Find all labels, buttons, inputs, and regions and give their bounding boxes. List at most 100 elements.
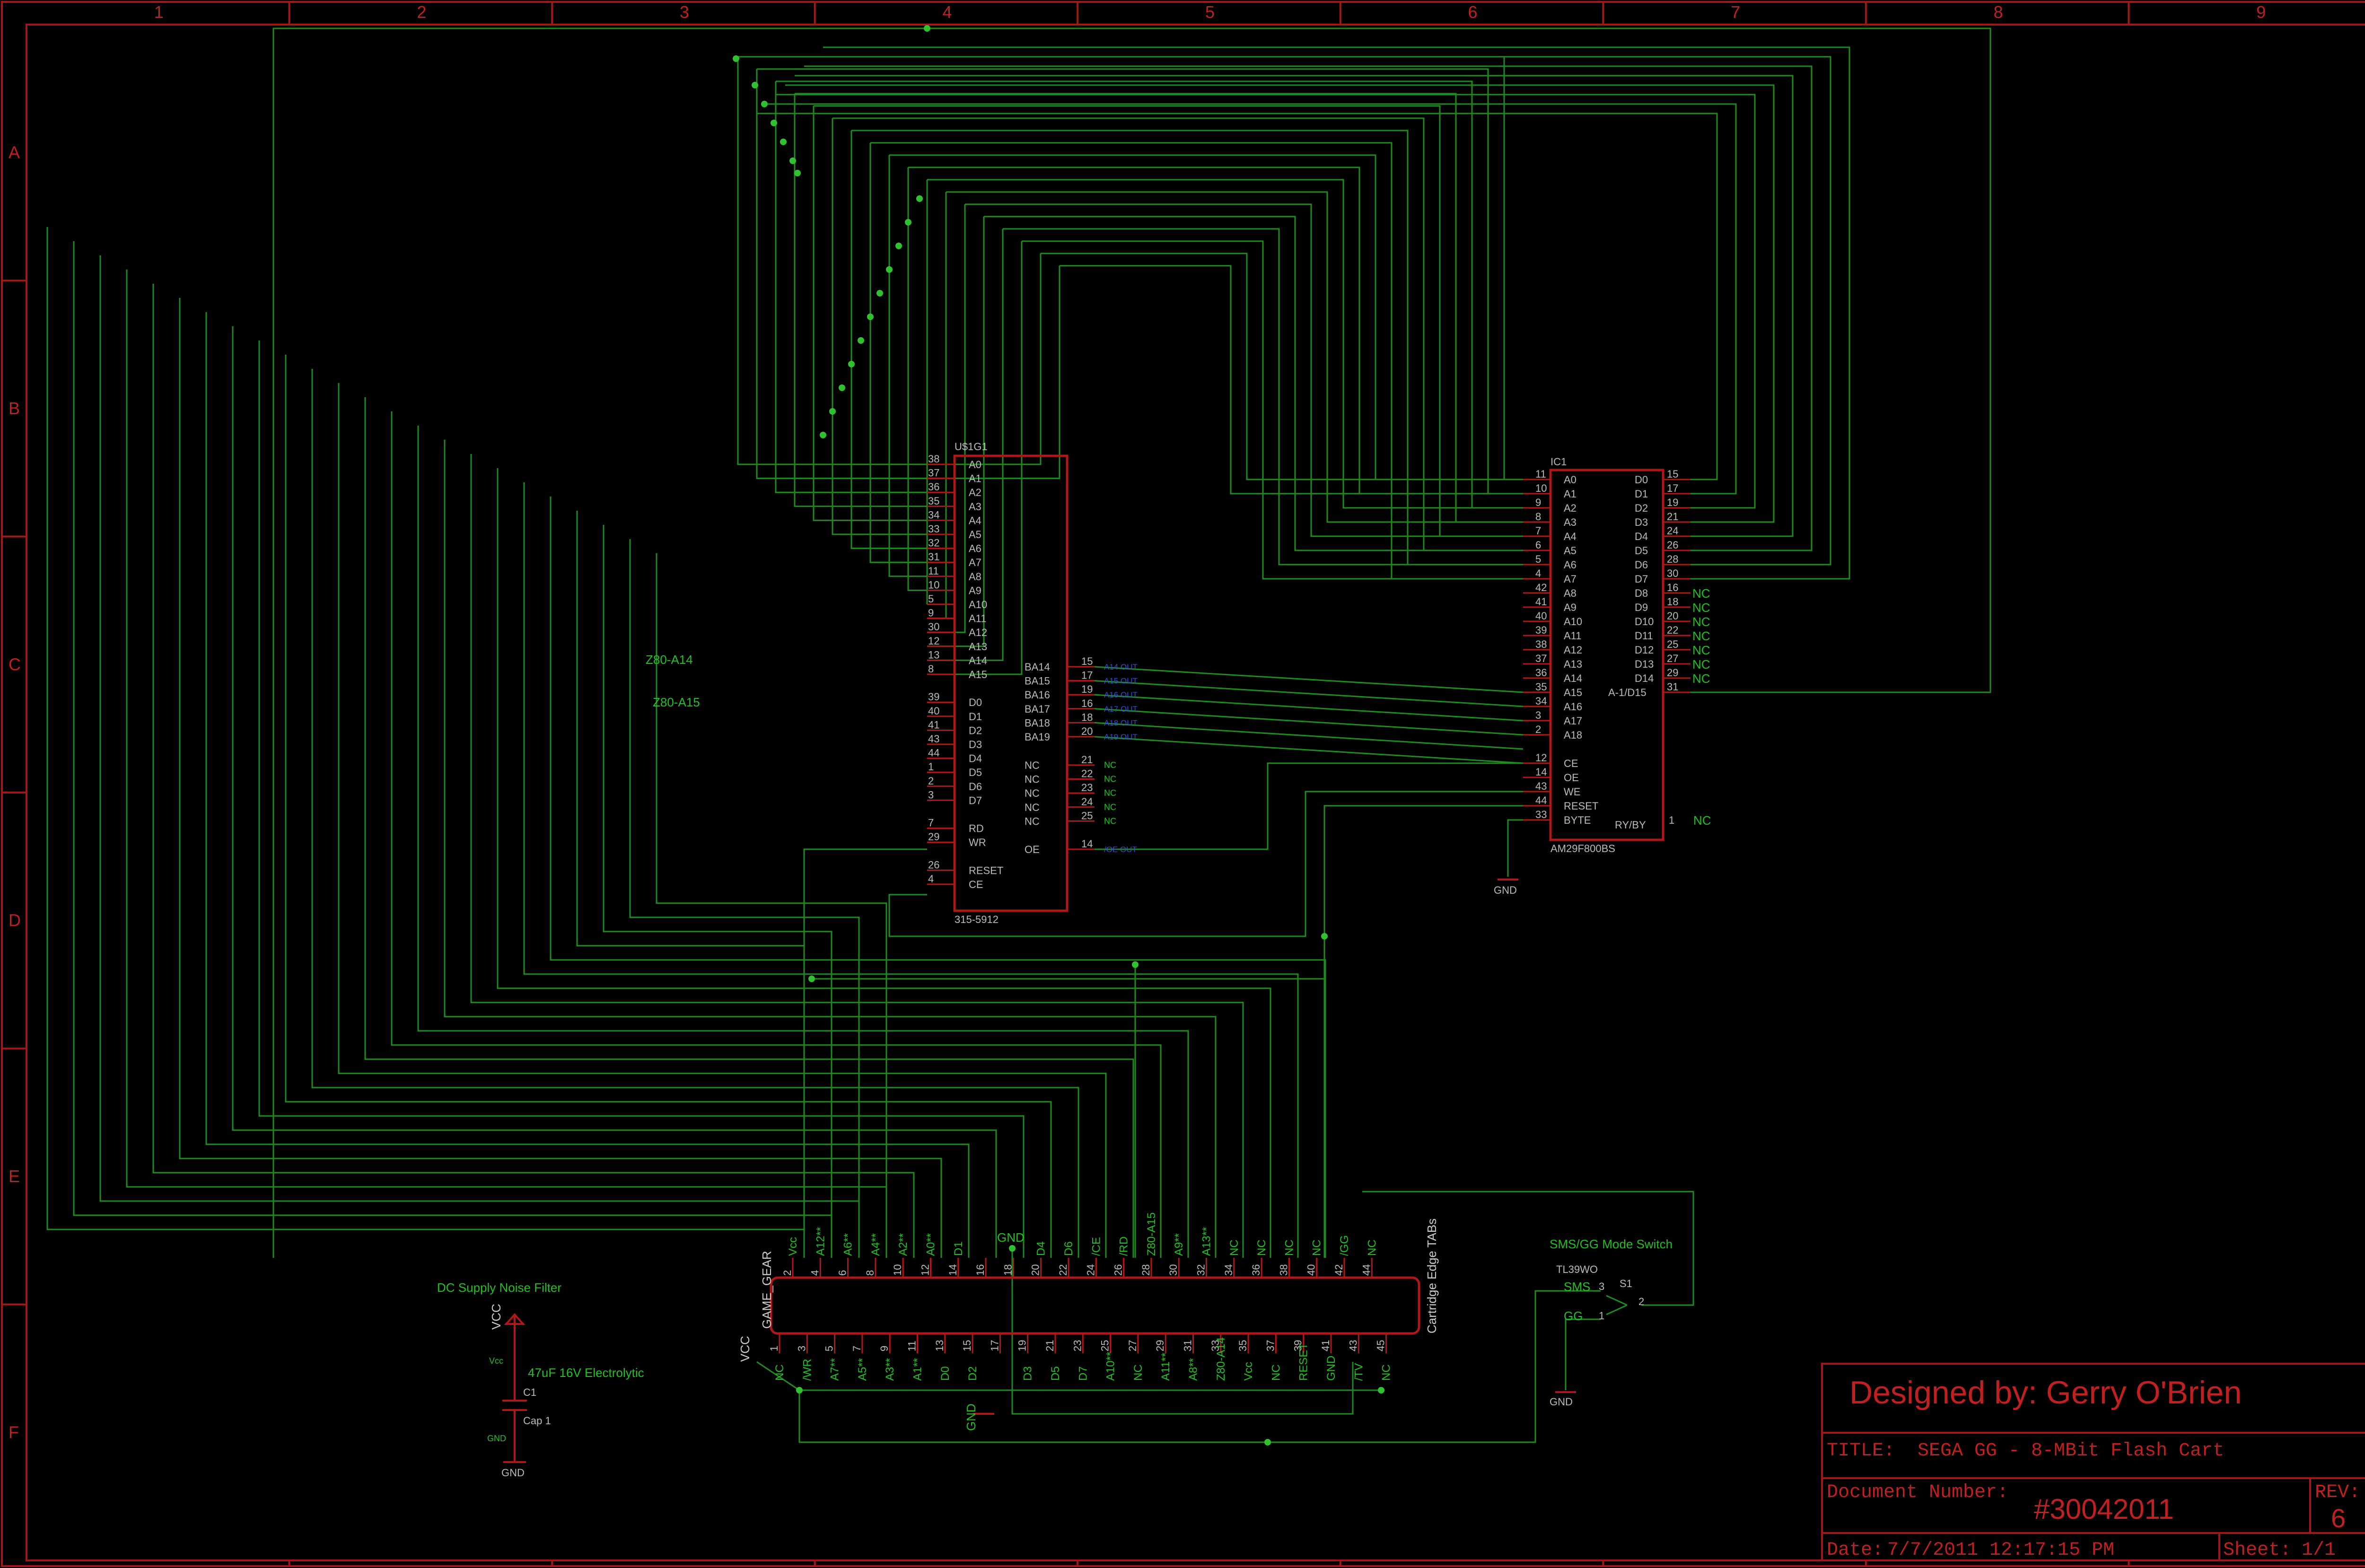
- u1-pin-name: D4: [969, 753, 982, 765]
- u1-net-label: A14 OUT: [1104, 662, 1138, 671]
- u1-pin-number: 44: [928, 747, 939, 759]
- u1-pin-name: A8: [969, 571, 981, 583]
- u1-pin-name: BA15: [1025, 675, 1050, 687]
- ic1-pin-name: D12: [1635, 644, 1654, 656]
- connector-pin-number: 44: [1360, 1264, 1372, 1276]
- ic1-pin-number: 24: [1667, 525, 1678, 537]
- connector-pin-name: /RD: [1118, 1237, 1130, 1256]
- connector-pin-number: 42: [1333, 1264, 1345, 1276]
- u1-pin-number: 7: [928, 817, 934, 829]
- column-marker: 7: [1731, 2, 1740, 22]
- u1-pin-name: A7: [969, 557, 981, 568]
- u1-pin-number: 35: [928, 495, 939, 507]
- u1-pin-number: 40: [928, 705, 939, 717]
- u1-pin-number: 39: [928, 691, 939, 703]
- connector-pin-number: 12: [920, 1264, 931, 1276]
- ic1-pin-name: RESET: [1564, 800, 1598, 812]
- ic1-pin-name: CE: [1564, 758, 1578, 769]
- rev-value: 6: [2331, 1503, 2346, 1533]
- connector-pin-name: D1: [952, 1241, 965, 1256]
- connector-pin-name: A12**: [814, 1227, 827, 1256]
- connector-pin-number: 20: [1030, 1264, 1042, 1276]
- u1-pin-number: 31: [928, 551, 939, 563]
- filter-gnd: GND: [501, 1467, 525, 1479]
- switch-pin3: 3: [1599, 1281, 1604, 1292]
- title-label: TITLE:: [1827, 1440, 1895, 1462]
- u1-net-label: NC: [1104, 775, 1116, 784]
- connector-pin-number: 15: [961, 1340, 973, 1351]
- ic1-pin-name: D11: [1635, 630, 1653, 642]
- designer: Designed by: Gerry O'Brien: [1849, 1375, 2242, 1411]
- ic1-pin-number: 15: [1667, 468, 1678, 480]
- connector-pin-name: A10**: [1104, 1352, 1117, 1381]
- sheet-value: 1/1: [2302, 1540, 2336, 1561]
- u1-pin-number: 22: [1081, 768, 1093, 780]
- ic1-pin-number: 33: [1535, 809, 1547, 820]
- filter-vcc-small: Vcc: [489, 1356, 503, 1366]
- ic1-pin-name: A2: [1564, 502, 1577, 514]
- u1-pin-number: 21: [1081, 754, 1093, 766]
- ic1-pin-name: D6: [1635, 559, 1648, 571]
- ic1-pin-number: 12: [1535, 752, 1547, 764]
- ic1-pin-name: A-1/D15: [1608, 687, 1647, 698]
- ic1-pin-name: OE: [1564, 772, 1579, 784]
- ic1-pin-number: 42: [1535, 582, 1547, 593]
- u1-pin-number: 2: [928, 775, 934, 787]
- switch-gnd: GND: [1550, 1396, 1573, 1408]
- connector-pin-name: A2**: [897, 1233, 910, 1256]
- u1-pin-name: D2: [969, 724, 982, 736]
- u1-pin-name: A15: [969, 669, 987, 680]
- column-marker: 9: [2256, 2, 2266, 22]
- ic1-nc-label: NC: [1692, 671, 1710, 686]
- docnum-value: #30042011: [2034, 1493, 2174, 1525]
- u1-net-label: NC: [1104, 802, 1116, 812]
- ic1-pin-name: D2: [1635, 502, 1648, 514]
- ic1-pin-number: 6: [1535, 539, 1541, 551]
- switch-pin2: 2: [1638, 1296, 1644, 1307]
- ic1-nc-label: NC: [1692, 643, 1710, 657]
- u1-pin-name: BA14: [1025, 661, 1050, 673]
- connector-pin-number: 18: [1002, 1264, 1014, 1276]
- row-marker: B: [9, 399, 20, 418]
- u1-net-label: NC: [1104, 760, 1116, 770]
- connector-gnd-top: GND: [997, 1230, 1025, 1245]
- u1-pin-number: 9: [928, 607, 934, 619]
- ic1-pin-name: D13: [1635, 658, 1654, 670]
- ic1-pin-number: 34: [1535, 695, 1547, 707]
- connector-pin-name: D7: [1077, 1366, 1089, 1381]
- connector-pin-name: A11**: [1159, 1352, 1172, 1381]
- connector-pin-number: 4: [809, 1270, 821, 1276]
- connector-pin-number: 36: [1250, 1264, 1262, 1276]
- connector-pin-name: A9**: [1173, 1233, 1185, 1256]
- u1-pin-number: 4: [928, 873, 934, 885]
- u1-pin-number: 26: [928, 859, 939, 871]
- u1-pin-number: 32: [928, 537, 939, 549]
- u1-pin-name: BA16: [1025, 689, 1050, 701]
- connector-pin-number: 19: [1016, 1340, 1028, 1351]
- connector-pin-name: D0: [939, 1366, 952, 1381]
- ic1-pin-number: 22: [1667, 624, 1678, 636]
- u1-net-label: /OE OUT: [1104, 845, 1137, 854]
- u1-net-label: A19 OUT: [1104, 732, 1138, 741]
- u1-part: 315-5912: [955, 914, 999, 925]
- connector-pin-number: 34: [1223, 1264, 1235, 1276]
- ic1-nc-label: NC: [1692, 601, 1710, 615]
- cartridge-edge-connector: GAME_GEAR Cartridge Edge TABs 2Vcc4A12**…: [738, 1212, 1439, 1431]
- ic1-nc-label: NC: [1692, 615, 1710, 629]
- ic1-pin-number: 10: [1535, 482, 1547, 494]
- u1-pin-name: A13: [969, 641, 987, 653]
- connector-pin-name: A0**: [925, 1233, 937, 1256]
- u1-pin-name: A6: [969, 543, 981, 555]
- ic1-pin-number: 28: [1667, 553, 1678, 565]
- u1-pin-name: BA17: [1025, 703, 1050, 715]
- u1-pin-number: 17: [1081, 670, 1093, 681]
- connector-pin-name: RESET: [1297, 1343, 1310, 1381]
- ic1-pin-name: A6: [1564, 559, 1577, 571]
- connector-pin-name: Z80-A15: [1145, 1212, 1158, 1256]
- connector-pin-number: 17: [989, 1340, 1000, 1351]
- u1-pin-number: 25: [1081, 810, 1093, 821]
- connector-pin-name: A8**: [1187, 1358, 1200, 1381]
- connector-pin-number: 30: [1167, 1264, 1179, 1276]
